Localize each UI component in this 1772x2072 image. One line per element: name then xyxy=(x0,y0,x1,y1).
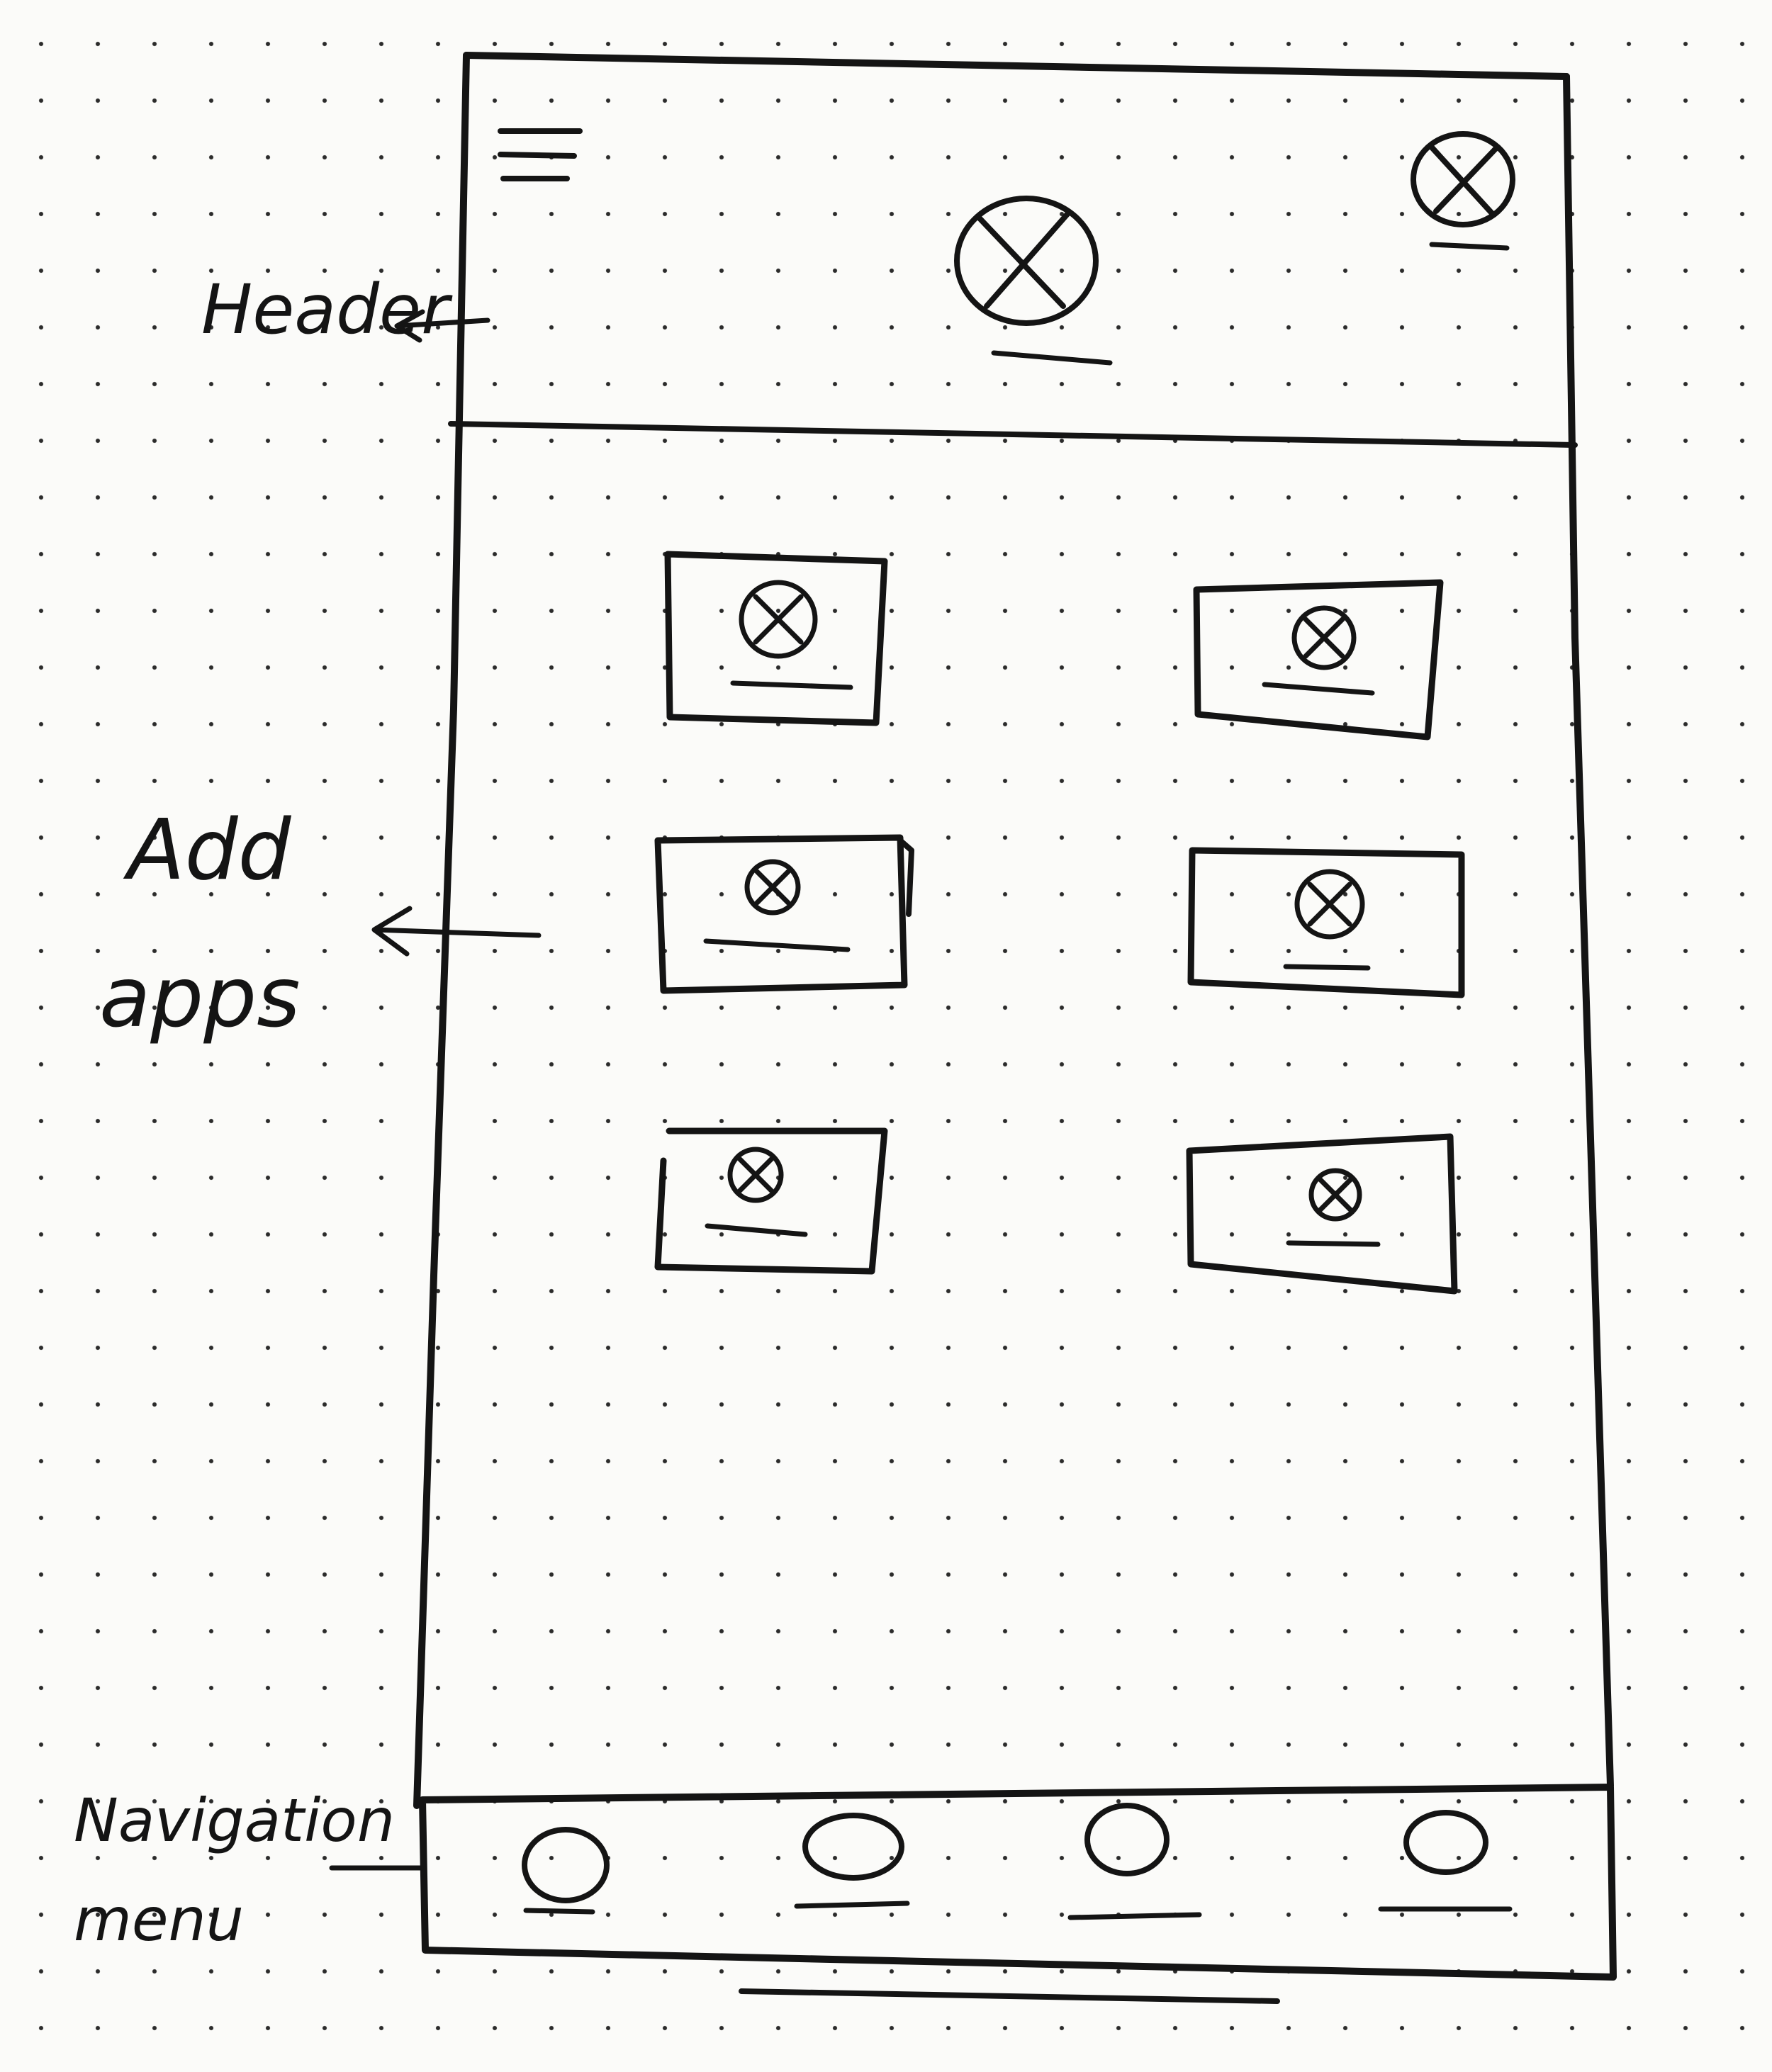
annotation-apps-line2: apps xyxy=(99,948,301,1046)
nav-item-4[interactable] xyxy=(1378,1810,1513,1912)
annotation-nav-line1: Navigation xyxy=(74,1786,395,1855)
app-tile[interactable] xyxy=(1186,1133,1458,1295)
nav-label-line xyxy=(523,1908,595,1915)
placeholder-image-icon xyxy=(739,580,818,659)
app-tile[interactable] xyxy=(1187,847,1465,998)
app-tile[interactable] xyxy=(654,834,914,994)
arrow-icon xyxy=(394,309,490,343)
nav-item-1[interactable] xyxy=(522,1827,610,1915)
profile-label-line xyxy=(1429,242,1510,251)
nav-item-3[interactable] xyxy=(1067,1803,1202,1920)
circle-icon xyxy=(522,1827,610,1903)
app-tile[interactable] xyxy=(1193,579,1444,741)
header-logo xyxy=(954,196,1113,366)
placeholder-image-icon xyxy=(1411,131,1515,227)
annotation-nav-line2: menu xyxy=(74,1885,244,1954)
app-label-line xyxy=(1283,964,1371,971)
app-grid xyxy=(654,551,1465,1295)
nav-label-line xyxy=(794,1901,910,1909)
app-tile[interactable] xyxy=(664,551,888,726)
arrow-icon xyxy=(371,906,542,957)
annotation-header: Header xyxy=(201,270,490,349)
hamburger-menu-icon[interactable] xyxy=(498,128,583,181)
app-tile[interactable] xyxy=(654,1127,888,1275)
app-label-line xyxy=(1262,682,1375,696)
phone-frame xyxy=(413,52,1614,1809)
app-label-line xyxy=(1286,1240,1381,1247)
annotation-navigation: Navigation menu xyxy=(74,1786,425,1954)
profile-button[interactable] xyxy=(1411,131,1515,251)
placeholder-image-icon xyxy=(1294,869,1365,940)
placeholder-image-icon xyxy=(744,859,801,916)
annotation-apps-line1: Add xyxy=(123,801,292,899)
circle-icon xyxy=(802,1813,904,1881)
annotation-apps: Add apps xyxy=(99,801,542,1046)
app-label-line xyxy=(703,938,851,952)
placeholder-image-icon xyxy=(954,196,1099,326)
app-label-line xyxy=(730,680,853,690)
nav-label-line xyxy=(1067,1912,1202,1920)
header-divider xyxy=(448,421,1578,448)
home-indicator xyxy=(739,1988,1280,2004)
nav-item-2[interactable] xyxy=(794,1813,910,1909)
placeholder-image-icon xyxy=(1291,605,1357,670)
app-label-line xyxy=(705,1223,808,1237)
header xyxy=(448,128,1578,448)
circle-icon xyxy=(1084,1803,1170,1876)
navigation-bar xyxy=(419,1784,1617,1981)
placeholder-image-icon xyxy=(727,1147,784,1203)
placeholder-image-icon xyxy=(1308,1168,1362,1222)
circle-icon xyxy=(1403,1810,1488,1875)
header-logo-label-line xyxy=(991,350,1113,366)
